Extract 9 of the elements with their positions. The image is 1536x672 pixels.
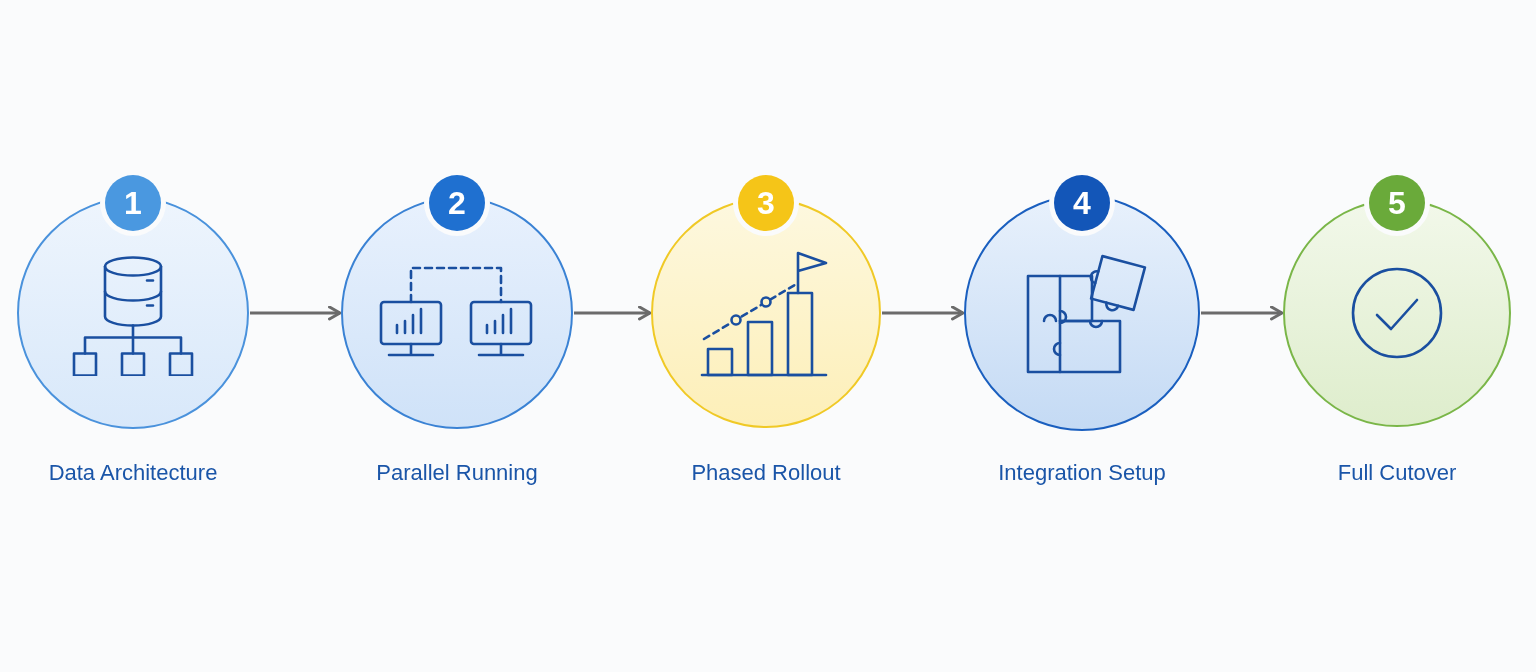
step-label: Full Cutover: [1336, 460, 1458, 486]
step-label: Phased Rollout: [690, 460, 842, 486]
step-label: Data Architecture: [47, 460, 219, 486]
arrow: [250, 305, 342, 321]
arrow: [574, 305, 652, 321]
step-label: Integration Setup: [997, 460, 1167, 486]
arrow: [1201, 305, 1284, 321]
step-label: Parallel Running: [375, 460, 539, 486]
arrow: [882, 305, 965, 321]
